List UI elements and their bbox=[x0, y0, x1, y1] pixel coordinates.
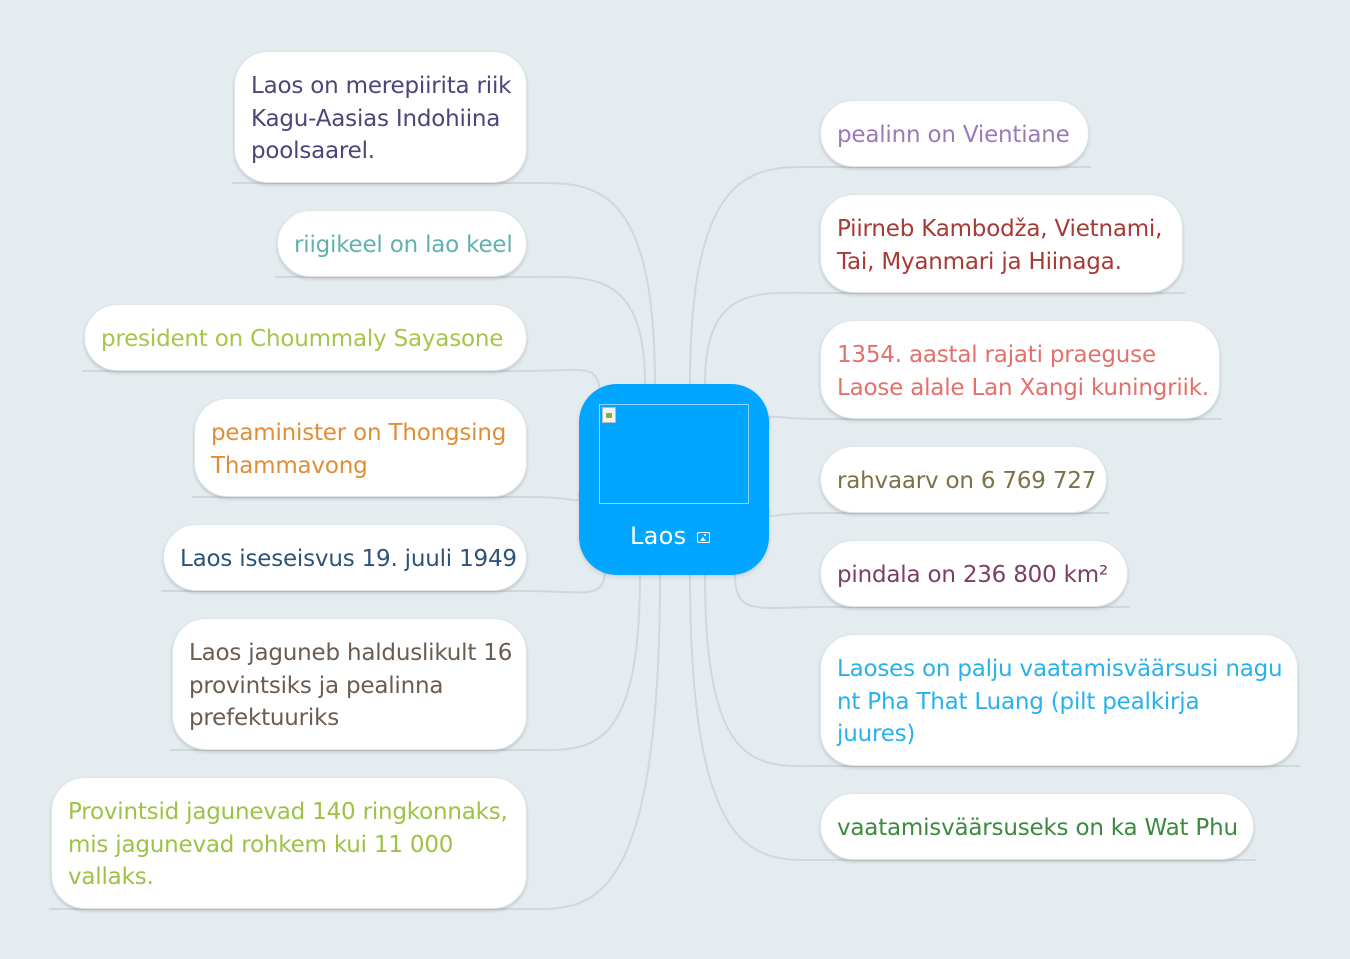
topic-text: Laos on merepiirita riik bbox=[251, 73, 512, 99]
topic-sights[interactable]: Laoses on palju vaatamisväärsusi nagu nt… bbox=[820, 634, 1298, 766]
topic-history[interactable]: 1354. aastal rajati praeguse Laose alale… bbox=[820, 320, 1220, 419]
connector-line bbox=[734, 574, 1130, 610]
topic-borders[interactable]: Piirneb Kambodža, Vietnami, Tai, Myanmar… bbox=[820, 194, 1183, 293]
topic-text: Piirneb Kambodža, Vietnami, bbox=[837, 216, 1163, 242]
topic-text: pindala on 236 800 km² bbox=[837, 562, 1108, 588]
topic-capital[interactable]: pealinn on Vientiane bbox=[820, 100, 1089, 167]
topic-administration[interactable]: Laos jaguneb halduslikult 16 provintsiks… bbox=[172, 618, 527, 750]
topic-text: juures) bbox=[837, 721, 916, 747]
connector-line bbox=[704, 291, 1185, 385]
topic-text: Laos iseseisvus 19. juuli 1949 bbox=[180, 546, 517, 572]
broken-image-icon bbox=[602, 407, 616, 423]
topic-area[interactable]: pindala on 236 800 km² bbox=[820, 540, 1128, 607]
topic-provinces[interactable]: Provintsid jagunevad 140 ringkonnaks, mi… bbox=[51, 777, 527, 909]
topic-text: provintsiks ja pealinna bbox=[189, 672, 444, 699]
topic-text: Provintsid jagunevad 140 ringkonnaks, bbox=[68, 799, 508, 825]
topic-population[interactable]: rahvaarv on 6 769 727 bbox=[820, 446, 1107, 513]
topic-language[interactable]: riigikeel on lao keel bbox=[277, 210, 527, 277]
topic-text: Laoses on palju vaatamisväärsusi nagu bbox=[837, 656, 1283, 682]
topic-text: rahvaarv on 6 769 727 bbox=[837, 468, 1097, 494]
topic-text: poolsaarel. bbox=[251, 138, 375, 164]
topic-image-placeholder bbox=[599, 404, 749, 504]
topic-text: Thammavong bbox=[211, 452, 368, 479]
topic-independence[interactable]: Laos iseseisvus 19. juuli 1949 bbox=[163, 524, 527, 591]
topic-president[interactable]: president on Choummaly Sayasone bbox=[84, 304, 527, 371]
central-topic-title: Laos bbox=[630, 522, 687, 550]
topic-wat-phu[interactable]: vaatamisväärsuseks on ka Wat Phu bbox=[820, 793, 1254, 860]
connector-line bbox=[82, 368, 601, 401]
connector-line bbox=[704, 574, 1300, 768]
topic-text: vallaks. bbox=[68, 864, 154, 890]
topic-geography[interactable]: Laos on merepiirita riik Kagu-Aasias Ind… bbox=[234, 51, 527, 183]
connector-line bbox=[161, 567, 606, 594]
connector-line bbox=[275, 275, 646, 385]
topic-text: 1354. aastal rajati praeguse bbox=[837, 342, 1156, 368]
topic-prime-minister[interactable]: peaminister on Thongsing Thammavong bbox=[194, 398, 527, 497]
connector-line bbox=[689, 574, 1256, 862]
topic-text: president on Choummaly Sayasone bbox=[101, 326, 504, 352]
topic-text: mis jagunevad rohkem kui 11 000 bbox=[68, 831, 454, 858]
topic-text: riigikeel on lao keel bbox=[294, 232, 513, 258]
topic-text: Tai, Myanmari ja Hiinaga. bbox=[837, 248, 1122, 275]
connector-line bbox=[49, 574, 661, 911]
topic-text: vaatamisväärsuseks on ka Wat Phu bbox=[837, 815, 1238, 841]
topic-text: nt Pha That Luang (pilt pealkirja bbox=[837, 688, 1200, 715]
central-topic[interactable]: Laos bbox=[579, 384, 769, 575]
connector-line bbox=[232, 181, 656, 385]
image-icon[interactable] bbox=[697, 532, 710, 543]
topic-text: Laose alale Lan Xangi kuningriik. bbox=[837, 374, 1209, 401]
topic-text: peaminister on Thongsing bbox=[211, 420, 507, 446]
topic-text: pealinn on Vientiane bbox=[837, 122, 1070, 148]
topic-text: Laos jaguneb halduslikult 16 bbox=[189, 640, 513, 666]
topic-text: prefektuuriks bbox=[189, 705, 339, 731]
connector-line bbox=[170, 574, 641, 752]
topic-text: Kagu-Aasias Indohiina bbox=[251, 105, 501, 132]
connector-line bbox=[689, 165, 1091, 385]
